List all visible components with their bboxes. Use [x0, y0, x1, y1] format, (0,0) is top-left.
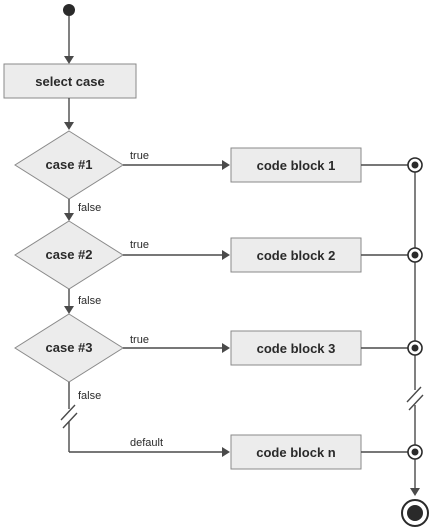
case3-label: case #3: [46, 340, 93, 355]
break-mark-left-b: [62, 412, 78, 429]
junction-2: [407, 247, 423, 263]
case2-false-label: false: [78, 295, 101, 307]
arrowhead: [222, 447, 230, 457]
code-block-1-label: code block 1: [257, 158, 336, 173]
arrowhead: [64, 306, 74, 314]
case3-false-label: false: [78, 390, 101, 402]
case2-true-label: true: [130, 239, 149, 251]
code-block-n: [230, 434, 362, 470]
arrowhead: [410, 488, 420, 496]
end-node: [401, 499, 429, 527]
case3-true-label: true: [130, 334, 149, 346]
case1-true-label: true: [130, 150, 149, 162]
code-block-3-label: code block 3: [257, 341, 336, 356]
start-node: [63, 4, 75, 16]
code-block-n-label: code block n: [256, 445, 336, 460]
junction-1: [407, 157, 423, 173]
code-block-2: [230, 237, 362, 273]
arrowhead: [64, 213, 74, 221]
arrowhead: [222, 250, 230, 260]
default-label: default: [130, 437, 163, 449]
junction-3: [407, 340, 423, 356]
case2-label: case #2: [46, 247, 93, 262]
case1-label: case #1: [46, 157, 93, 172]
break-mark-right-a: [406, 386, 422, 403]
arrowhead: [64, 56, 74, 64]
select-case-label: select case: [35, 74, 104, 89]
case1-false-label: false: [78, 202, 101, 214]
select-case-box: [3, 63, 137, 99]
code-block-2-label: code block 2: [257, 248, 336, 263]
break-mark-right-b: [408, 394, 424, 411]
junction-n: [407, 444, 423, 460]
break-mark-left-a: [60, 404, 76, 421]
arrowhead: [222, 160, 230, 170]
arrowhead: [64, 122, 74, 130]
arrowhead: [222, 343, 230, 353]
